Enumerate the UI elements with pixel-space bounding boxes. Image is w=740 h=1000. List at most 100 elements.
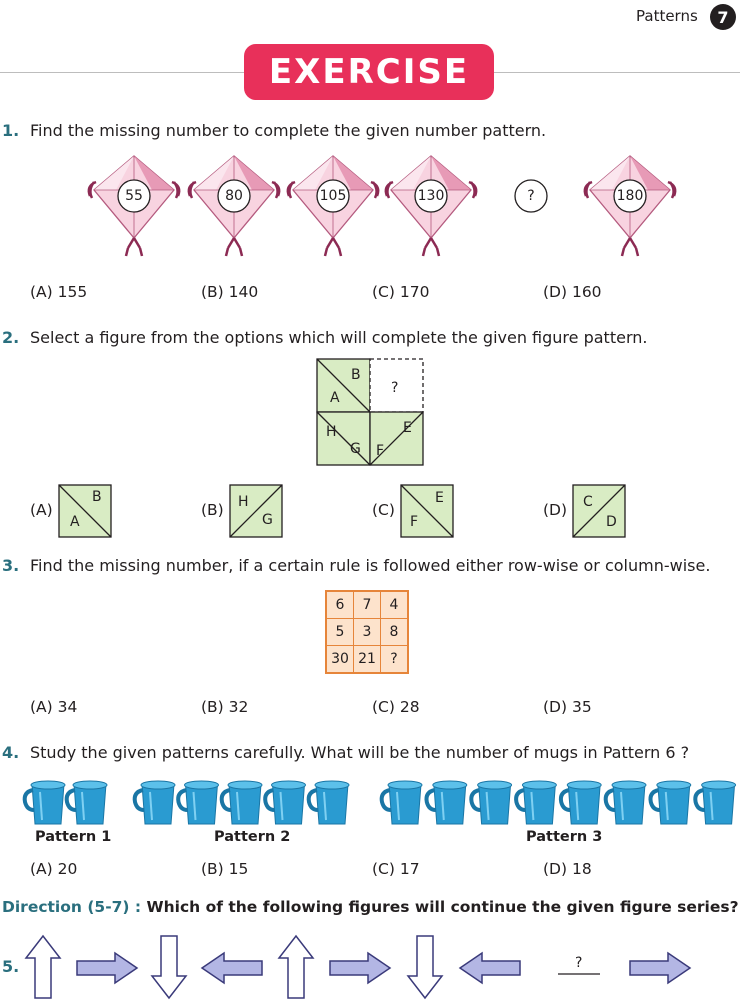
missing-kite-value: ? — [527, 188, 535, 204]
mug-icon — [514, 779, 559, 826]
mug-icon — [22, 779, 67, 826]
option-letter: B — [92, 489, 102, 505]
option-b[interactable]: (B) 140 — [201, 283, 259, 301]
option-b-figure[interactable] — [229, 484, 283, 538]
option-letter: A — [70, 514, 80, 530]
kite-value: 55 — [125, 188, 143, 204]
option-d[interactable]: (D) 160 — [543, 283, 602, 301]
arrow-down — [151, 935, 187, 999]
option-b[interactable]: (B) — [201, 501, 224, 519]
direction-text: Direction (5-7) : Which of the following… — [2, 898, 739, 916]
arrow-left — [459, 952, 521, 984]
option-c[interactable]: (C) 28 — [372, 698, 420, 716]
grid-cell: 7 — [353, 590, 381, 619]
section-title: Patterns — [636, 7, 698, 25]
question-number: 1. — [2, 121, 20, 140]
option-c[interactable]: (C) — [372, 501, 395, 519]
figure-letter: A — [330, 390, 340, 406]
kite-value: 130 — [417, 188, 445, 204]
question-number: 2. — [2, 328, 20, 347]
mug-icon — [219, 779, 264, 826]
kite-sequence — [87, 154, 677, 258]
option-c[interactable]: (C) 17 — [372, 860, 420, 878]
question-number: 5. — [2, 957, 20, 976]
mug-icon — [469, 779, 514, 826]
option-letter: H — [238, 494, 249, 510]
pattern-1-mugs — [22, 779, 109, 826]
grid-cell: 21 — [353, 645, 381, 674]
arrow-series — [25, 935, 691, 999]
mug-icon — [603, 779, 648, 826]
question-text: Find the missing number, if a certain ru… — [30, 556, 711, 575]
option-letter: G — [262, 512, 273, 528]
direction-key: Direction (5-7) : — [2, 898, 142, 916]
kite-value: 105 — [319, 188, 347, 204]
option-a[interactable]: (A) 34 — [30, 698, 78, 716]
exercise-banner: EXERCISE — [244, 44, 494, 100]
mug-icon — [176, 779, 221, 826]
arrow-down — [407, 935, 443, 999]
arrow-up — [25, 935, 61, 999]
option-letter: E — [435, 490, 444, 506]
pattern-label: Pattern 1 — [35, 829, 112, 845]
pattern-label: Pattern 3 — [526, 829, 603, 845]
figure-letter: F — [376, 443, 385, 459]
grid-cell: 5 — [325, 618, 354, 646]
grid-row: 30 21 ? — [325, 645, 409, 674]
mug-icon — [648, 779, 693, 826]
figure-missing: ? — [391, 380, 399, 396]
figure-letter: H — [326, 424, 337, 440]
arrow-up — [278, 935, 314, 999]
option-d[interactable]: (D) 18 — [543, 860, 592, 878]
option-d-figure[interactable] — [572, 484, 626, 538]
arrow-left — [201, 952, 263, 984]
mug-icon — [306, 779, 351, 826]
option-letter: C — [583, 494, 593, 510]
question-text: Find the missing number to complete the … — [30, 121, 547, 140]
mug-icon — [263, 779, 308, 826]
option-a[interactable]: (A) 155 — [30, 283, 88, 301]
mug-icon — [558, 779, 604, 826]
option-b[interactable]: (B) 32 — [201, 698, 249, 716]
grid-row: 5 3 8 — [325, 618, 409, 646]
option-d[interactable]: (D) 35 — [543, 698, 592, 716]
option-b[interactable]: (B) 15 — [201, 860, 249, 878]
mug-icon — [424, 779, 469, 826]
grid-cell: 6 — [325, 590, 354, 619]
mug-patterns — [22, 779, 738, 826]
direction-body: Which of the following figures will cont… — [146, 898, 739, 916]
arrow-right — [629, 952, 691, 984]
pattern-3-mugs — [379, 779, 738, 826]
figure-letter: B — [351, 367, 361, 383]
option-a[interactable]: (A) 20 — [30, 860, 78, 878]
grid-cell: 4 — [380, 590, 409, 619]
mug-icon — [693, 779, 738, 826]
grid-cell: 8 — [380, 618, 409, 646]
kite-value: 180 — [616, 188, 644, 204]
option-letter: F — [410, 514, 419, 530]
figure-pattern — [316, 358, 424, 466]
grid-cell: ? — [380, 645, 409, 674]
option-a[interactable]: (A) — [30, 501, 53, 519]
option-d[interactable]: (D) — [543, 501, 568, 519]
question-text: Select a figure from the options which w… — [30, 328, 648, 347]
mug-icon — [64, 779, 109, 826]
mug-icon — [379, 779, 424, 826]
missing-figure: ? — [575, 955, 583, 971]
page-number: 7 — [710, 4, 736, 30]
option-letter: D — [606, 514, 617, 530]
option-a-figure[interactable] — [58, 484, 112, 538]
question-text: Study the given patterns carefully. What… — [30, 743, 690, 762]
arrow-right — [76, 952, 138, 984]
number-grid: 6 7 4 5 3 8 30 21 ? — [325, 590, 409, 674]
arrow-right — [329, 952, 391, 984]
grid-cell: 3 — [353, 618, 381, 646]
kite-value: 80 — [225, 188, 243, 204]
mug-icon — [132, 779, 177, 826]
grid-row: 6 7 4 — [325, 590, 409, 619]
question-number: 4. — [2, 743, 20, 762]
option-c-figure[interactable] — [400, 484, 454, 538]
grid-cell: 30 — [325, 645, 354, 674]
option-c[interactable]: (C) 170 — [372, 283, 430, 301]
pattern-2-mugs — [132, 779, 351, 826]
